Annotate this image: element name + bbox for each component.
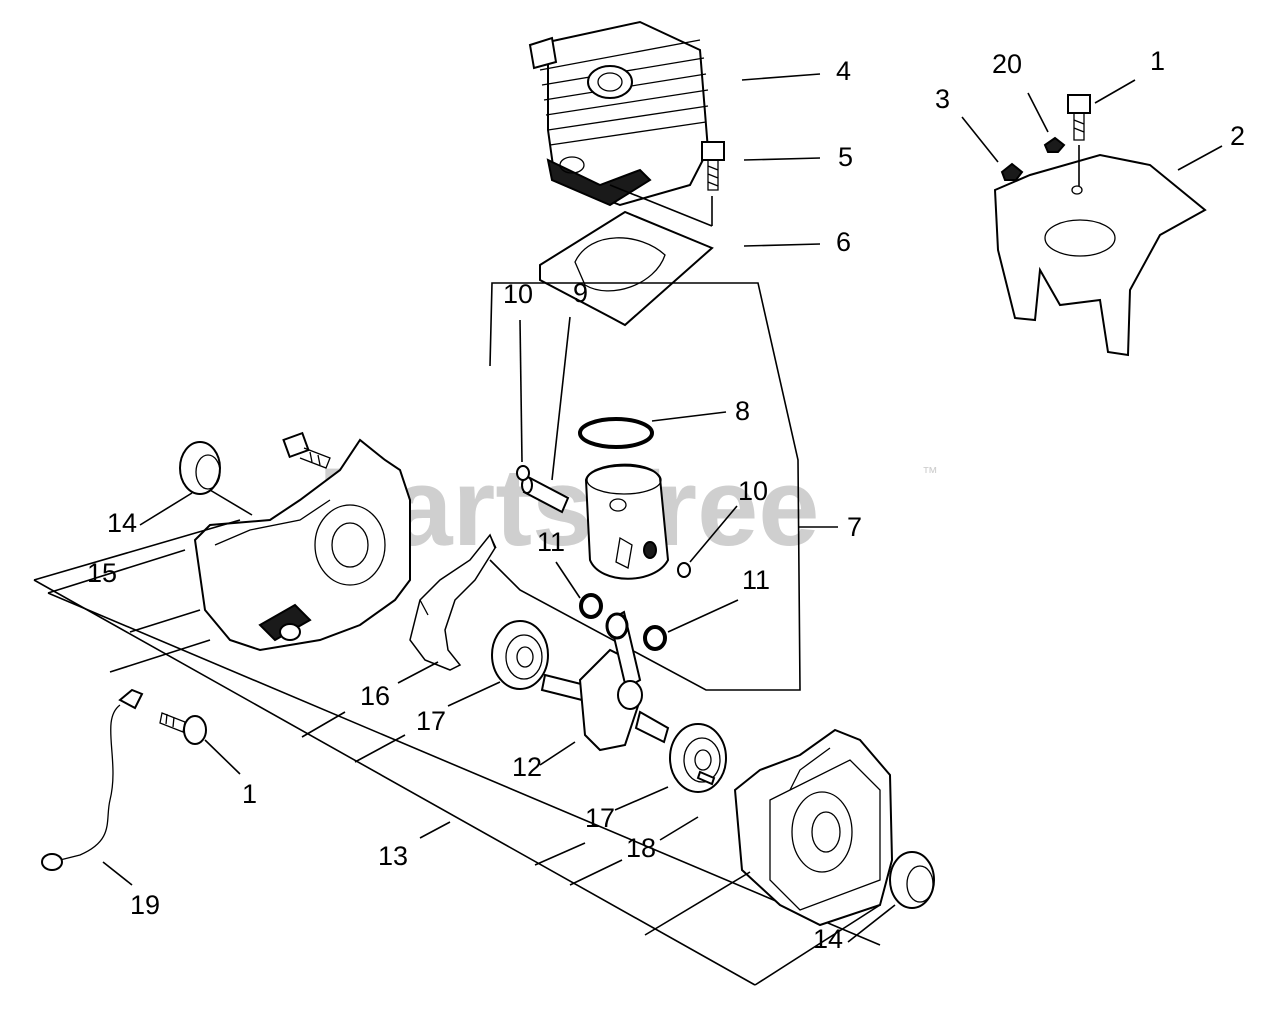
crankcase-right-part [733,728,894,927]
callout-15: 15 [87,558,117,588]
callout-2: 2 [1230,121,1245,151]
callout-13: 13 [378,841,408,871]
watermark-trademark: ™ [922,465,938,482]
callout-4: 4 [836,56,851,86]
needle-bearing-part [643,625,667,651]
callout-8: 8 [735,396,750,426]
callout-11: 11 [742,565,770,595]
nut-3-part [1000,162,1024,181]
cylinder-part [528,20,710,207]
callout-1: 1 [1150,46,1165,76]
callout-10: 10 [503,279,533,309]
callout-18: 18 [626,833,656,863]
oil-seal-part [889,851,935,909]
callout-10: 10 [738,476,768,506]
piston-ring-part [578,417,654,449]
crankshaft-bearing-part [491,620,549,690]
callout-3: 3 [935,84,950,114]
callout-12: 12 [512,752,542,782]
callout-17: 17 [585,803,615,833]
piston-pin-part [521,476,570,514]
cylinder-screw-part [701,141,725,191]
callout-20: 20 [992,49,1022,79]
dowel-pin-part [696,770,716,786]
muffler-cover-part [993,153,1207,357]
callout-11: 11 [537,527,565,557]
callout-14: 14 [813,924,843,954]
crankcase-screw-part [282,431,331,469]
callout-5: 5 [838,142,853,172]
muffler-screw-part [1067,94,1091,141]
piston-part [584,463,670,580]
crankcase-left-part [193,438,411,652]
needle-bearing-part [579,593,603,619]
callout-7: 7 [847,512,862,542]
nut-20-part [1043,136,1066,153]
oil-seal-part [179,441,221,495]
crankshaft-bearing-part [669,723,727,793]
callout-9: 9 [573,278,588,308]
piston-clip-part [677,562,691,578]
ground-wire-part [41,688,144,871]
piston-clip-part [516,465,530,481]
crankcase-bolt-part [159,712,207,745]
callout-16: 16 [360,681,390,711]
callout-6: 6 [836,227,851,257]
crankshaft-part [540,610,670,752]
crankcase-gasket-part [409,533,497,671]
callout-1: 1 [242,779,257,809]
callout-17: 17 [416,706,446,736]
callout-19: 19 [130,890,160,920]
callout-14: 14 [107,508,137,538]
cylinder-gasket-part [539,210,714,327]
